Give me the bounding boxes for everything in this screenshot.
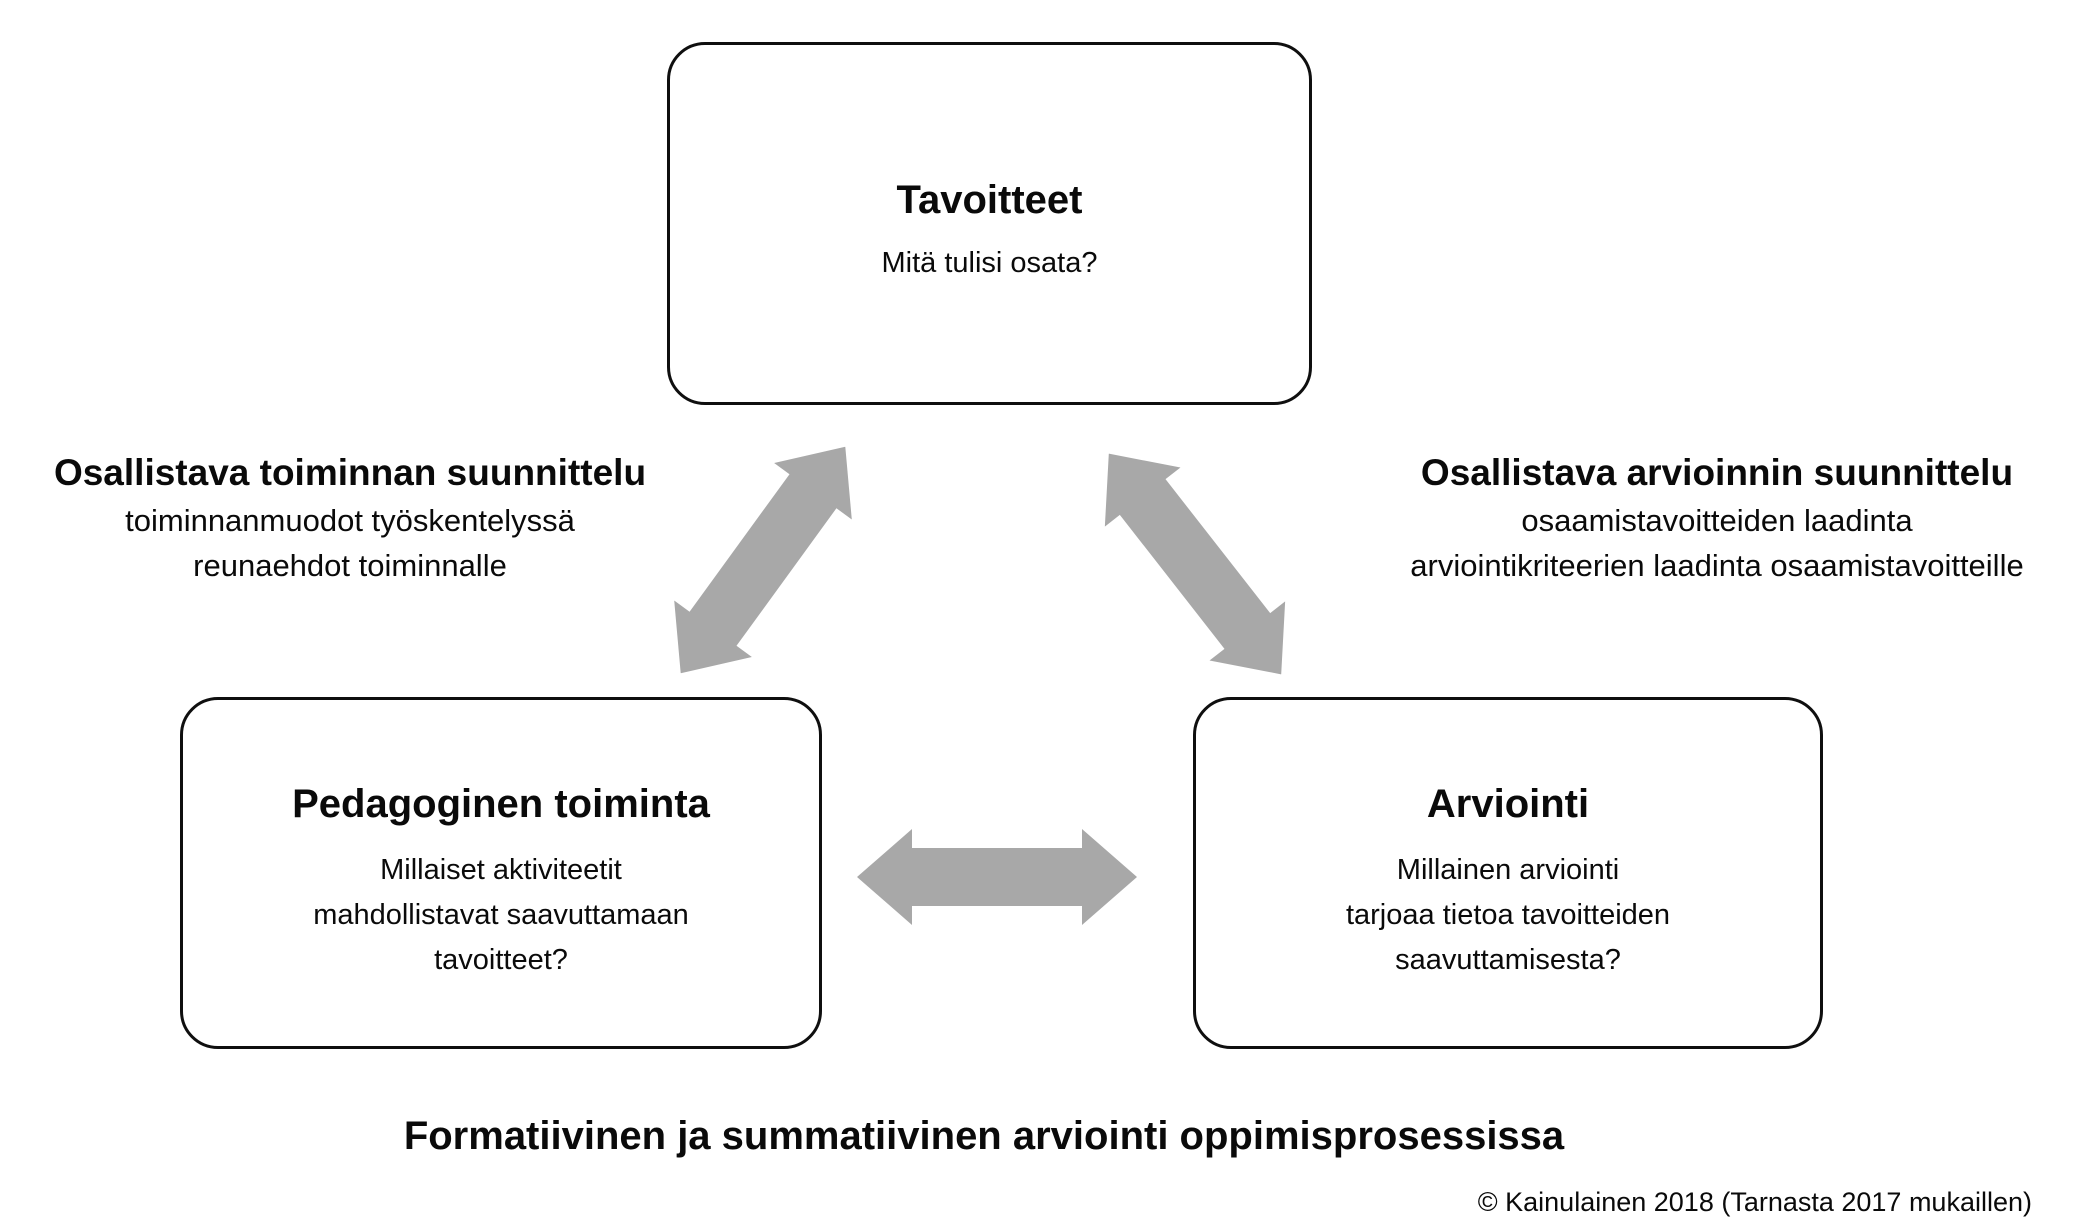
double-arrow-pedagogy-assessment-icon [857,829,1137,925]
box-assessment-title: Arviointi [1426,782,1590,826]
label-participatory-activity-planning: Osallistava toiminnan suunnittelu toimin… [25,448,675,588]
box-assessment-line: saavuttamisesta? [1395,944,1621,976]
box-pedagogical-activity: Pedagoginen toiminta Millaiset aktivitee… [180,697,822,1049]
box-pedagogical-activity-line: Millaiset aktiviteetit [380,854,622,886]
box-pedagogical-activity-title: Pedagoginen toiminta [292,782,710,826]
box-goals: Tavoitteet Mitä tulisi osata? [667,42,1312,405]
label-participatory-activity-planning-line: reunaehdot toiminnalle [193,548,507,583]
box-assessment-line: tarjoaa tietoa tavoitteiden [1345,899,1671,931]
diagram-caption: Formatiivinen ja summatiivinen arviointi… [403,1114,1565,1158]
label-participatory-activity-planning-line: toiminnanmuodot työskentelyssä [125,503,575,538]
box-goals-title: Tavoitteet [896,178,1083,222]
label-participatory-assessment-planning: Osallistava arvioinnin suunnittelu osaam… [1356,448,2078,588]
double-arrow-goals-pedagogy-icon [674,446,852,674]
box-assessment-text: Millainen arviointi tarjoaa tietoa tavoi… [1346,848,1670,983]
box-assessment-line: Millainen arviointi [1396,854,1620,886]
double-arrow-goals-assessment-icon [1104,453,1286,675]
copyright-credit: © Kainulainen 2018 (Tarnasta 2017 mukail… [1477,1187,2032,1217]
label-participatory-assessment-planning-line: arviointikriteerien laadinta osaamistavo… [1410,548,2024,583]
box-goals-question: Mitä tulisi osata? [881,247,1098,279]
box-pedagogical-activity-text: Millaiset aktiviteetit mahdollistavat sa… [313,848,689,983]
label-participatory-assessment-planning-line: osaamistavoitteiden laadinta [1521,503,1913,538]
label-participatory-activity-planning-title: Osallistava toiminnan suunnittelu [53,452,647,493]
box-pedagogical-activity-line: tavoitteet? [434,944,568,976]
label-participatory-assessment-planning-title: Osallistava arvioinnin suunnittelu [1420,452,2014,493]
box-assessment: Arviointi Millainen arviointi tarjoaa ti… [1193,697,1823,1049]
box-pedagogical-activity-line: mahdollistavat saavuttamaan [313,899,689,931]
